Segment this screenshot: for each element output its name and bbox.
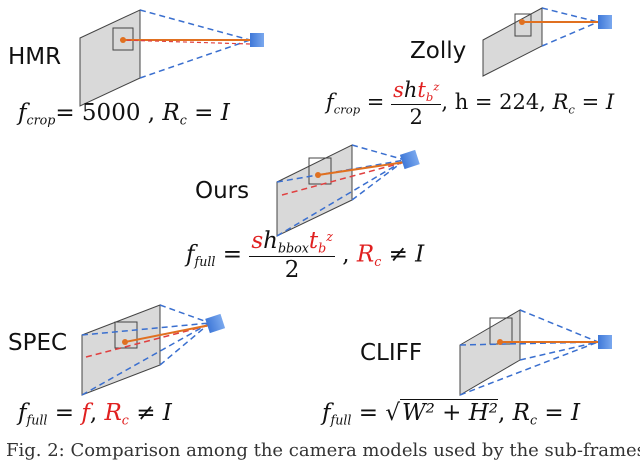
zolly-label: Zolly [410, 38, 467, 64]
hmr-equation: fcrop= 5000 , Rc = I [18, 100, 230, 128]
ours-label: Ours [195, 178, 250, 204]
hmr-camera-diagram [79, 9, 264, 107]
cliff-camera-diagram [459, 309, 612, 396]
zolly-camera-diagram [482, 7, 612, 77]
spec-equation: ffull = f, Rc ≠ I [18, 400, 172, 428]
spec-camera-diagram [81, 304, 226, 396]
hmr-label: HMR [8, 44, 62, 70]
figure-caption: Fig. 2: Comparison among the camera mode… [6, 440, 640, 461]
cliff-label: CLIFF [360, 340, 423, 366]
cliff-equation: ffull = √W² + H², Rc = I [322, 399, 581, 428]
ours-camera-diagram [276, 144, 420, 237]
spec-label: SPEC [8, 330, 68, 356]
